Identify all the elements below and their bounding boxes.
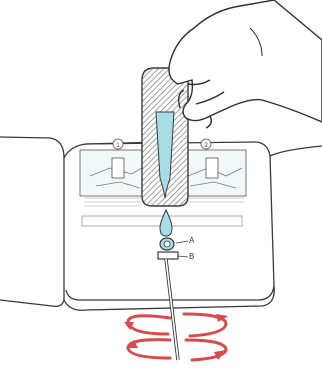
connector-b bbox=[158, 252, 178, 259]
arrowhead-lower-right bbox=[214, 350, 226, 360]
rotation-arrow-upper bbox=[128, 314, 226, 336]
callout-label-b: B bbox=[189, 252, 194, 261]
callout-line-b bbox=[178, 256, 188, 257]
hand-illustration bbox=[169, 0, 322, 128]
drop bbox=[160, 210, 172, 236]
booklet-back-cover bbox=[270, 146, 322, 156]
needle-stem bbox=[166, 259, 178, 360]
callout-label-a: A bbox=[189, 236, 194, 245]
dropper-bottle bbox=[142, 68, 188, 206]
callout-line-a bbox=[176, 241, 188, 243]
instruction-panel-right bbox=[180, 139, 246, 202]
booklet-left-page bbox=[0, 137, 64, 306]
vial-cap-a bbox=[160, 238, 174, 250]
